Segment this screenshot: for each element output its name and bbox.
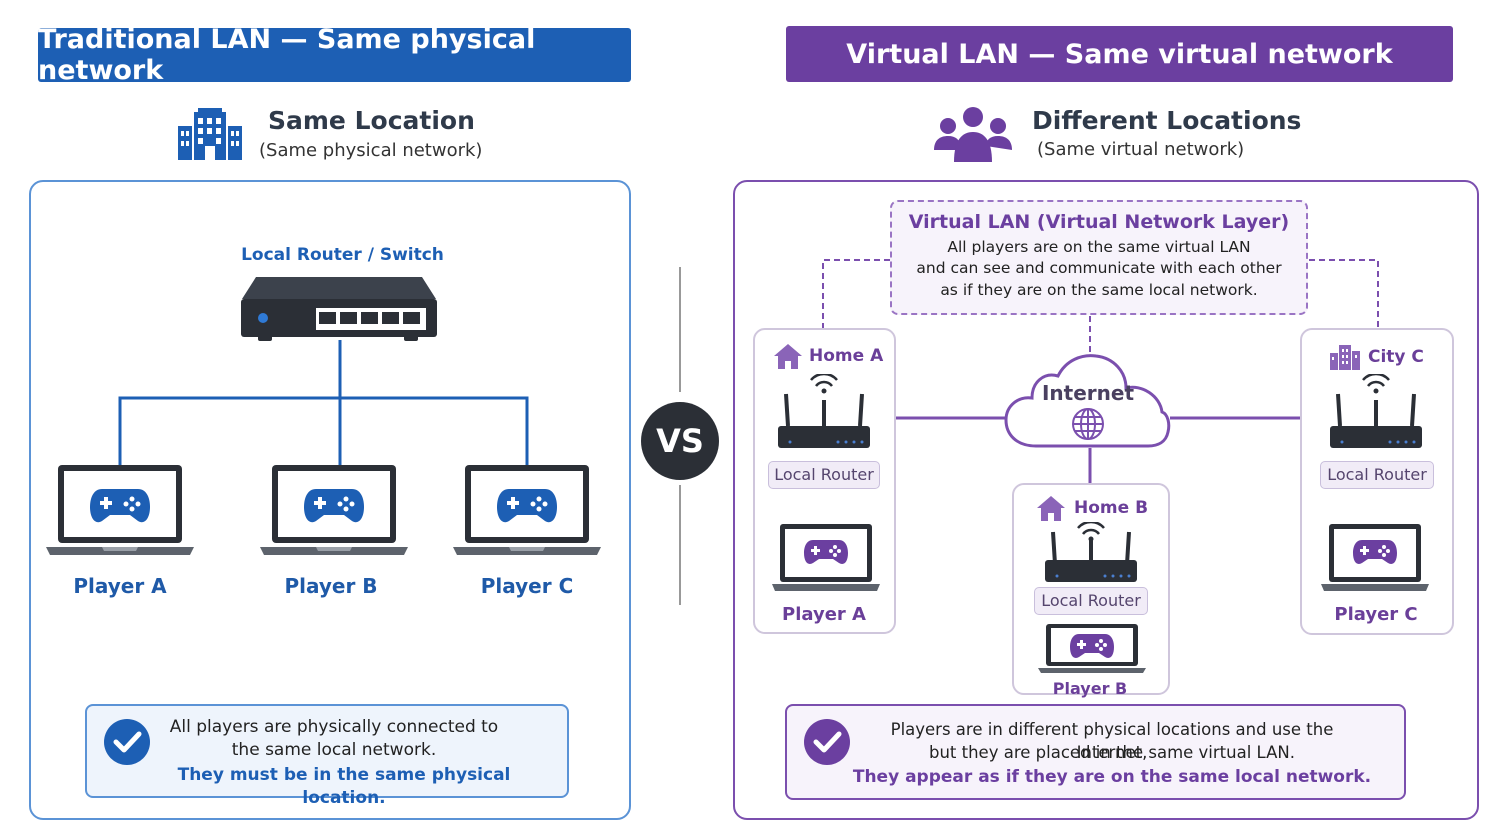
- traditional-note-line2: the same local network.: [231, 740, 437, 760]
- vs-badge: VS: [641, 402, 719, 480]
- home-b-label: Home B: [1074, 498, 1149, 518]
- traditional-lan-banner: Traditional LAN — Same physical network: [38, 24, 631, 86]
- city-c-label: City C: [1368, 347, 1424, 367]
- wifi-router-c-icon: [1330, 374, 1422, 448]
- home-a-label: Home A: [809, 346, 884, 366]
- laptop-player-c-icon: [453, 465, 601, 555]
- laptop-player-a-icon: [46, 465, 194, 555]
- traditional-note-line1: All players are physically connected to: [169, 717, 499, 737]
- virtual-player-b-label: Player B: [1052, 679, 1128, 698]
- house-icon: [774, 344, 802, 369]
- player-a-label: Player A: [73, 574, 167, 598]
- local-router-a-label: Local Router: [768, 461, 880, 489]
- virtual-lan-note: [785, 704, 1406, 800]
- laptop-player-b-icon: [1038, 624, 1146, 673]
- virtual-note-line3: They appear as if they are on the same l…: [852, 767, 1372, 787]
- local-router-c-label: Local Router: [1320, 461, 1434, 489]
- vlan-line1: All players are on the same virtual LAN: [947, 238, 1251, 256]
- router-switch-label: Local Router / Switch: [241, 245, 444, 265]
- same-location-title: Same Location: [268, 106, 475, 135]
- same-location-subtitle: (Same physical network): [259, 140, 483, 161]
- virtual-lan-banner: Virtual LAN — Same virtual network: [786, 26, 1453, 82]
- player-b-label: Player B: [284, 574, 378, 598]
- virtual-network-layer-box: [890, 200, 1308, 315]
- virtual-note-line1: Players are in different physical locati…: [890, 720, 1334, 762]
- internet-label: Internet: [1041, 381, 1135, 405]
- internet-cloud-icon: [1004, 354, 1171, 448]
- player-c-label: Player C: [480, 574, 574, 598]
- divider-top: [679, 267, 681, 392]
- laptop-player-c-icon: [1321, 524, 1429, 591]
- wifi-router-b-icon: [1045, 522, 1137, 582]
- check-circle-icon: [104, 719, 150, 765]
- traditional-lan-note: [85, 704, 569, 798]
- vlan-line3: as if they are on the same local network…: [940, 281, 1258, 299]
- virtual-player-a-label: Player A: [782, 604, 866, 625]
- house-icon: [1037, 496, 1065, 521]
- divider-bottom: [679, 485, 681, 605]
- wifi-router-a-icon: [778, 374, 870, 448]
- traditional-note-line3: They must be in the same physical locati…: [177, 765, 511, 808]
- people-group-icon: [934, 107, 1012, 162]
- laptop-player-a-icon: [772, 524, 880, 591]
- building-icon: [178, 108, 242, 160]
- network-switch-icon: [241, 277, 437, 341]
- check-circle-icon: [804, 719, 850, 765]
- local-router-b-label: Local Router: [1034, 587, 1148, 615]
- city-building-icon: [1330, 345, 1360, 370]
- different-locations-title: Different Locations: [1032, 106, 1302, 135]
- vlan-line2: and can see and communicate with each ot…: [916, 259, 1282, 277]
- lan-cables: [118, 340, 529, 466]
- virtual-note-line2: but they are placed in the same virtual …: [928, 743, 1295, 762]
- different-locations-subtitle: (Same virtual network): [1037, 139, 1245, 160]
- virtual-player-c-label: Player C: [1334, 604, 1418, 625]
- vlan-title: Virtual LAN (Virtual Network Layer): [908, 211, 1290, 233]
- laptop-player-b-icon: [260, 465, 408, 555]
